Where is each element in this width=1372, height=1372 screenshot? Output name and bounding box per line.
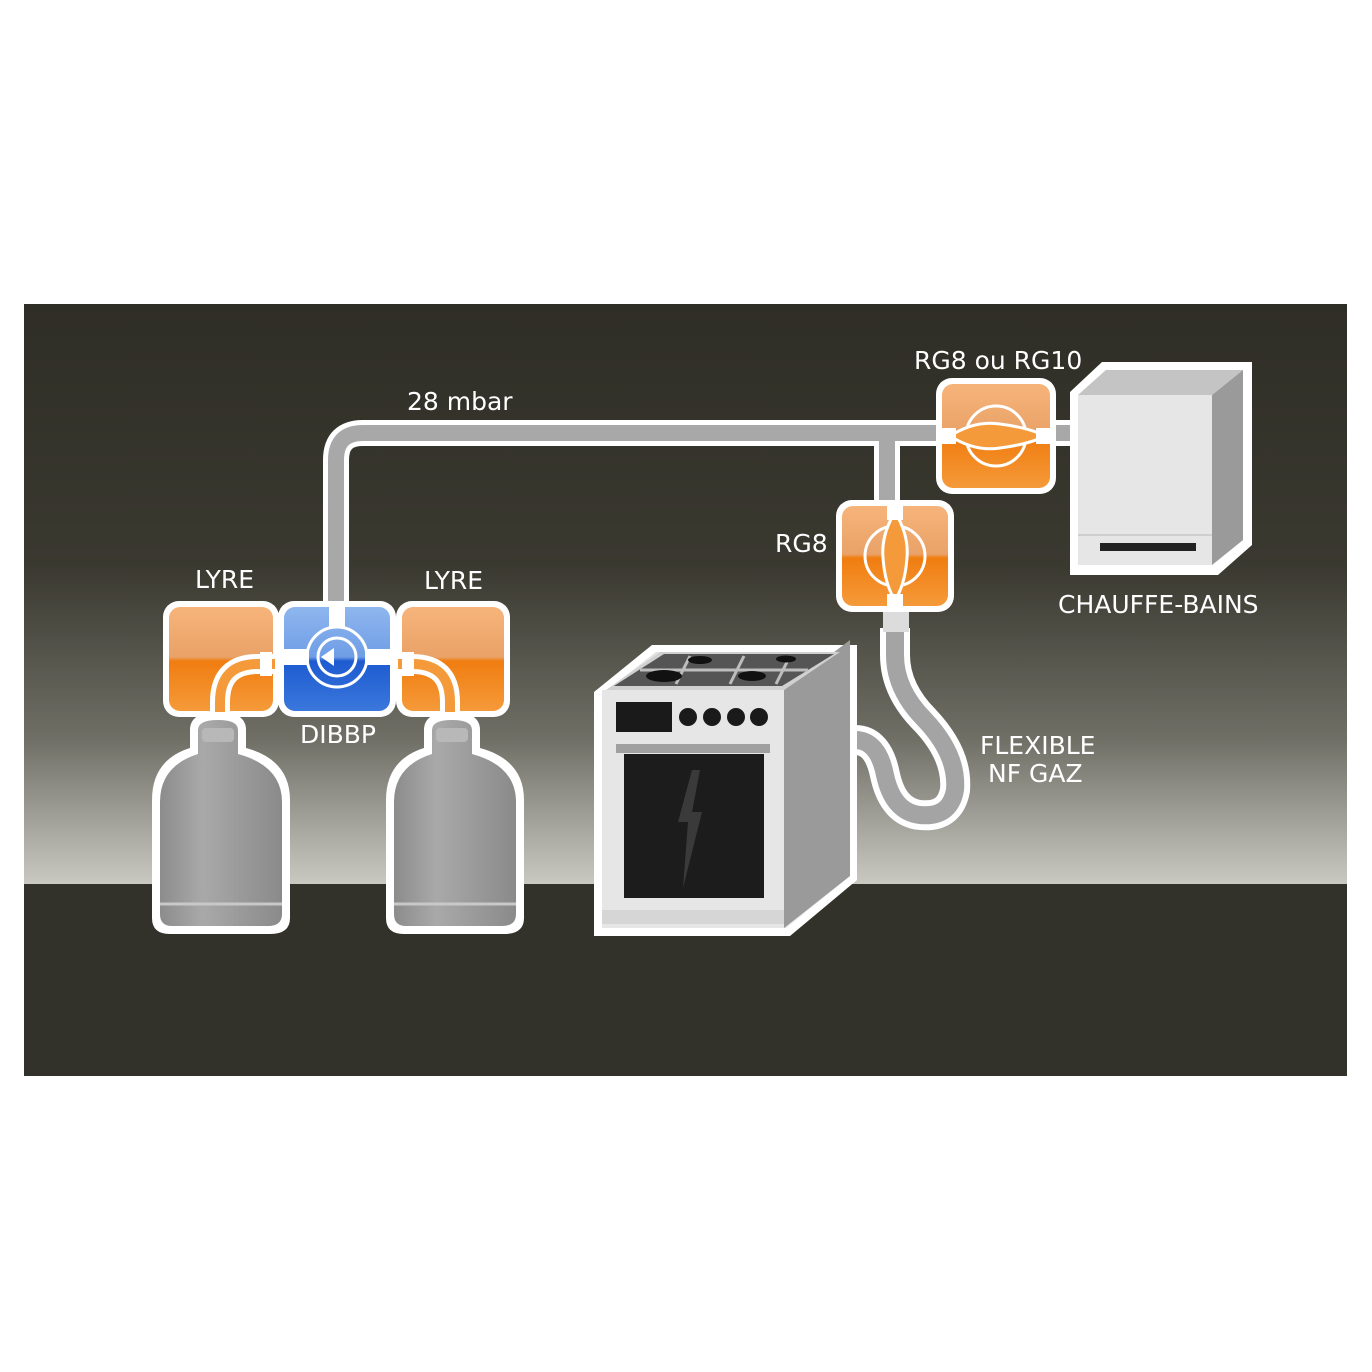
lyre-left-label: LYRE: [195, 565, 254, 594]
coupler-valve-icon: [278, 601, 396, 717]
regulator-cooker-label: RG8: [775, 529, 828, 558]
water-heater-icon: [1070, 362, 1252, 575]
flexible-hose-icon: [853, 612, 971, 831]
lyre-left-icon: [163, 601, 279, 717]
lyre-right-label: LYRE: [424, 566, 483, 595]
cooker-icon: [594, 640, 857, 936]
hose-label-line2: NF GAZ: [988, 759, 1083, 788]
hose-label-line1: FLEXIBLE: [980, 731, 1095, 760]
gas-cylinder-icon: [386, 712, 524, 934]
gas-cylinder-icon: [152, 712, 290, 934]
regulator-heater-label: RG8 ou RG10: [914, 346, 1082, 375]
heater-label: CHAUFFE-BAINS: [1058, 590, 1259, 619]
cooker-display: [616, 702, 672, 732]
heater-slot: [1100, 543, 1196, 551]
pressure-label: 28 mbar: [407, 387, 513, 416]
coupler-label: DIBBP: [300, 720, 376, 749]
regulator-icon: [836, 500, 954, 612]
regulator-icon: [936, 378, 1056, 494]
lyre-right-icon: [396, 601, 510, 717]
gas-pipe: [323, 420, 1072, 605]
